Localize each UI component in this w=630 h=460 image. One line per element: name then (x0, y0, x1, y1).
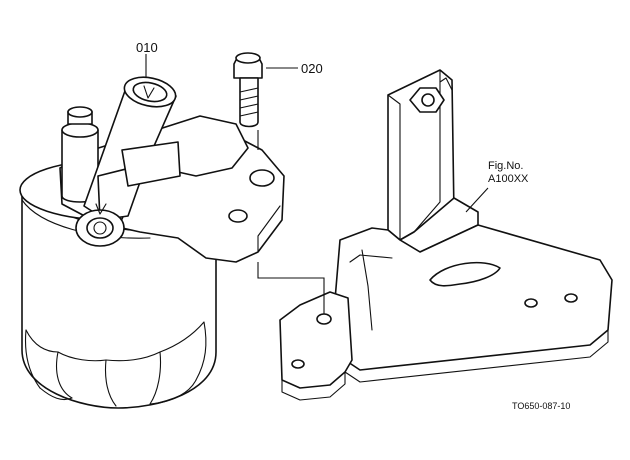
figure-reference: Fig.No. A100XX (488, 160, 528, 185)
figure-reference-label: Fig.No. (488, 160, 524, 172)
drawing-code: TO650-087-10 (512, 401, 571, 411)
figure-reference-number: A100XX (488, 172, 529, 185)
part-callout-010: 010 (136, 40, 158, 55)
part-callout-020: 020 (301, 61, 323, 76)
bolt-020 (233, 52, 263, 128)
mounting-bracket (279, 69, 613, 401)
filter-head (59, 76, 285, 263)
leader-lines (145, 54, 489, 314)
